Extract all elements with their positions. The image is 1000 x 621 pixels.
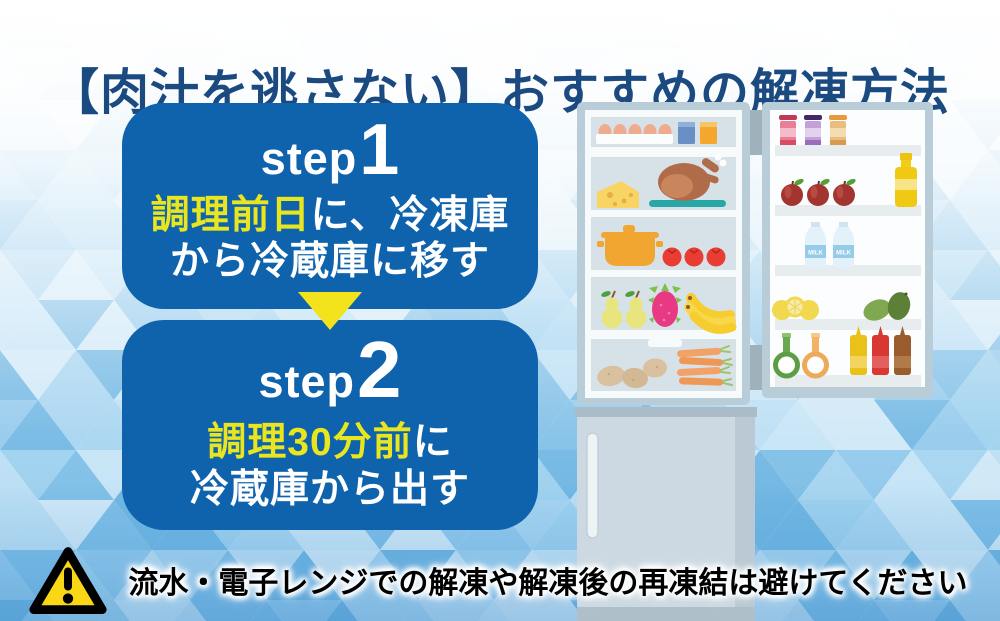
tomatoes-icon — [662, 247, 726, 267]
juice-bottle-icon — [895, 153, 917, 207]
bananas-icon — [684, 293, 737, 334]
warning-text: 流水・電子レンジでの解凍や解凍後の再凍結は避けてください — [128, 567, 968, 600]
warning-bar: 流水・電子レンジでの解凍や解凍後の再凍結は避けてください — [0, 540, 1000, 621]
carrots-icon — [677, 345, 733, 386]
milk-label: MILK — [836, 251, 851, 257]
cooking-pot-icon — [597, 225, 663, 266]
egg-carton-icon — [596, 124, 673, 144]
freezer-handle — [586, 432, 599, 539]
milk-label: MILK — [808, 251, 823, 257]
refrigerator-illustration: MILK MILK — [575, 102, 933, 621]
step-word: step — [258, 356, 356, 407]
jam-jars-icon — [779, 115, 847, 145]
step-number: 2 — [357, 325, 402, 414]
drink-cups-icon — [678, 122, 717, 144]
step1-rest: に、冷凍庫 — [310, 193, 510, 237]
fridge-door: MILK MILK — [762, 102, 933, 398]
step1-highlight: 調理前日 — [150, 193, 311, 237]
step-word: step — [260, 133, 358, 184]
freezer-drawer — [575, 407, 757, 621]
drawer-handle — [648, 339, 682, 347]
step2-line2: 冷蔵庫から出す — [189, 467, 470, 511]
step-arrow-icon — [298, 292, 362, 330]
cheese-wedge-icon — [597, 181, 639, 208]
lemons-icon — [772, 296, 819, 320]
fridge-hinge-top — [750, 110, 762, 155]
step-number: 1 — [359, 110, 400, 190]
potatoes-icon — [597, 358, 667, 389]
step1-text: 調理前日に、冷凍庫から冷蔵庫に移す — [122, 193, 538, 287]
apples-icon — [781, 178, 856, 206]
roast-chicken-icon — [649, 153, 727, 207]
warning-triangle-icon — [29, 547, 107, 615]
step2-text: 調理30分前に冷蔵庫から出す — [122, 420, 538, 514]
fridge-main-compartment — [577, 102, 750, 405]
oil-bottles-icon — [773, 333, 829, 379]
avocados-icon — [863, 292, 911, 321]
pears-icon — [601, 290, 647, 329]
condiment-bottles-icon — [850, 326, 911, 375]
step2-highlight: 調理30分前 — [207, 421, 413, 464]
milk-bottles-icon: MILK MILK — [805, 222, 854, 268]
fridge-hinge-bottom — [750, 345, 762, 390]
step2-rest: に — [412, 421, 453, 464]
step1-line2: から冷蔵庫に移す — [169, 240, 490, 284]
dragon-fruit-icon — [648, 283, 682, 327]
